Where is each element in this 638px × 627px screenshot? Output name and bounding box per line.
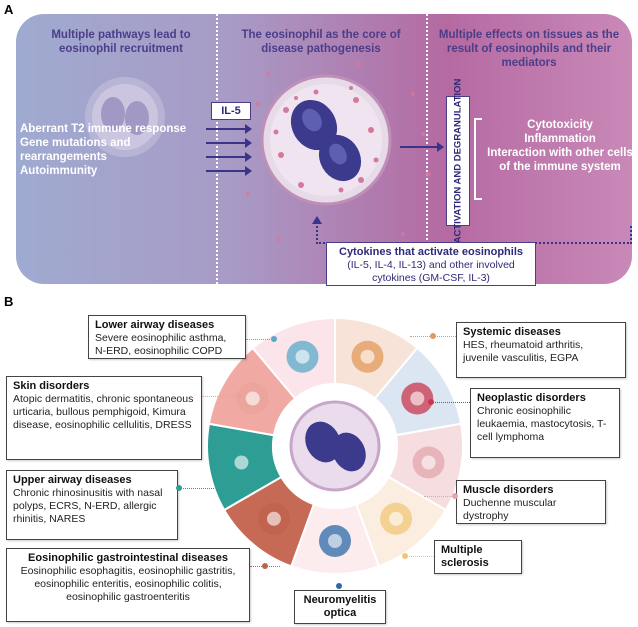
icon-highlight [410,391,425,406]
granules-scatter [246,61,431,242]
effect-item: Interaction with other cells of the immu… [487,147,632,173]
panel-a-label: A [4,2,14,17]
card-upper-airway: Upper airway diseases Chronic rhinosinus… [6,470,178,540]
card-text: Chronic eosinophilic leukaemia, mastocyt… [477,405,607,443]
panel-a: Multiple pathways lead to eosinophil rec… [16,14,632,284]
card-text: Duchenne muscular dystrophy [463,497,557,522]
cytokines-detail: (IL-5, IL-4, IL-13) and other involved c… [347,259,515,284]
arrow-in-1 [206,124,252,134]
icon-highlight [328,534,342,548]
cause-item: Autoimmunity [20,165,98,177]
card-title: Neuromyelitis optica [303,594,377,619]
feedback-arrowhead [312,216,322,224]
marker-systemic [430,333,436,339]
disease-wheel [206,316,464,575]
eosinophil-icon [260,74,392,206]
icon-highlight [360,349,375,364]
leader-lower-airway [246,339,274,340]
effects-bracket [474,118,482,200]
panel-b-label: B [4,294,14,309]
card-text: HES, rheumatoid arthritis, juvenile vasc… [463,339,584,364]
cytokines-box: Cytokines that activate eosinophils (IL-… [326,242,536,286]
card-neoplastic-disorders: Neoplastic disorders Chronic eosinophili… [470,388,620,458]
arrow-in-4 [206,166,252,176]
header-effects: Multiple effects on tissues as the resul… [438,29,620,69]
leader-ms [404,556,434,557]
center-nucleus-lobe [305,421,341,463]
card-skin-disorders: Skin disorders Atopic dermatitis, chroni… [6,376,202,460]
marker-neoplastic [428,399,434,405]
card-systemic-diseases: Systemic diseases HES, rheumatoid arthri… [456,322,626,378]
card-title: Neoplastic disorders [477,392,586,404]
leader-skin [202,396,238,397]
icon-highlight [389,511,404,526]
leader-muscle [424,496,456,497]
arrow-in-2 [206,138,252,148]
activation-degranulation-box: ACTIVATION AND DEGRANULATION [446,79,470,243]
effects-list: Cytotoxicity Inflammation Interaction wi… [484,118,632,174]
card-text: Atopic dermatitis, chronic spontaneous u… [13,393,194,431]
header-core: The eosinophil as the core of disease pa… [241,29,401,55]
effect-item: Cytotoxicity [527,119,593,131]
card-title: Skin disorders [13,380,90,392]
card-text: Eosinophilic esophagitis, eosinophilic g… [20,565,236,603]
card-title: Systemic diseases [463,326,561,338]
icon-highlight [234,455,249,470]
header-recruitment: Multiple pathways lead to eosinophil rec… [51,29,191,55]
marker-upper-airway [176,485,182,491]
card-title: Multiple sclerosis [441,544,489,569]
card-text: Severe eosinophilic asthma, N-ERD, eosin… [95,332,227,357]
icon-highlight [266,511,281,526]
activation-label: ACTIVATION AND DEGRANULATION [452,78,464,244]
icon-highlight [245,391,260,406]
center-nucleus-lobe [332,432,366,472]
card-muscle-disorders: Muscle disorders Duchenne muscular dystr… [456,480,606,524]
cytokines-title: Cytokines that activate eosinophils [339,246,523,258]
effect-item: Inflammation [524,133,596,145]
card-text: Chronic rhinosinusitis with nasal polyps… [13,487,163,525]
icon-highlight [421,455,436,470]
icon-highlight [295,349,310,364]
card-title: Muscle disorders [463,484,554,496]
card-multiple-sclerosis: Multiple sclerosis [434,540,522,574]
separator-1 [216,14,218,284]
card-title: Upper airway diseases [13,474,132,486]
leader-upper-airway [178,488,214,489]
marker-skin [236,393,242,399]
card-lower-airway: Lower airway diseases Severe eosinophili… [88,315,246,359]
marker-muscle [452,493,458,499]
cause-item: Aberrant T2 immune response [20,123,187,135]
card-title: Lower airway diseases [95,319,215,331]
card-neuromyelitis-optica: Neuromyelitis optica [294,590,386,624]
causes-list: Aberrant T2 immune response Gene mutatio… [20,122,186,178]
arrow-out [400,142,444,152]
marker-lower-airway [271,336,277,342]
arrow-in-3 [206,152,252,162]
card-title: Eosinophilic gastrointestinal diseases [28,552,228,564]
cause-item: Gene mutations and rearrangements [20,137,131,163]
marker-gi [262,563,268,569]
separator-2 [426,14,428,284]
marker-ms [402,553,408,559]
card-eosinophilic-gi: Eosinophilic gastrointestinal diseases E… [6,548,250,622]
il5-badge: IL-5 [211,102,251,120]
marker-neuromyelitis [336,583,342,589]
faded-eosinophil-icon [85,77,165,157]
leader-neoplastic [430,402,470,403]
